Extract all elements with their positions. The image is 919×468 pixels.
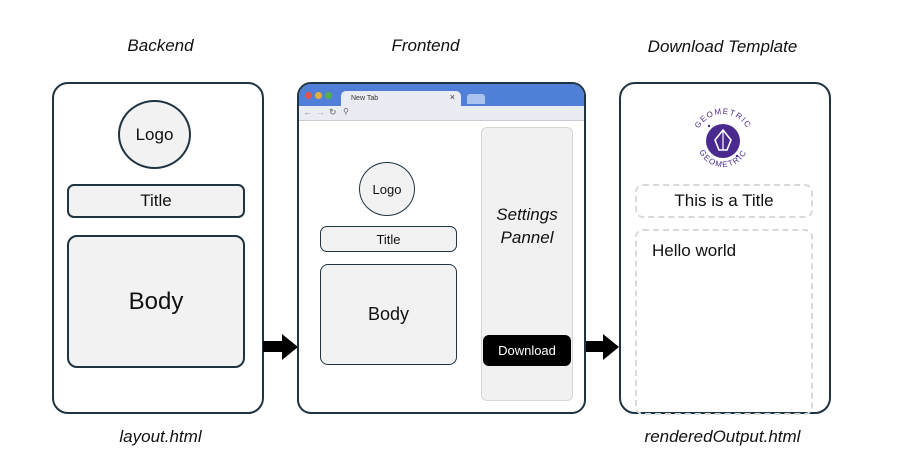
arrow-backend-to-frontend-head [282, 334, 298, 360]
reload-icon[interactable]: ↻ [329, 107, 337, 117]
settings-title-line2: Pannel [500, 228, 554, 247]
frontend-title-label: Title [376, 231, 401, 247]
frontend-logo-label: Logo [372, 181, 402, 197]
backend-heading: Backend [127, 36, 194, 55]
output-body-box: Hello world [635, 229, 813, 415]
arrow-frontend-to-output-head [603, 334, 619, 360]
search-icon[interactable]: ⚲ [343, 107, 349, 116]
backend-body-label: Body [128, 287, 184, 315]
geometric-logo-icon: GEOMETRIC GEOMETRIC [693, 107, 752, 169]
arrow-backend-to-frontend-shaft [263, 341, 283, 352]
frontend-heading: Frontend [391, 36, 460, 55]
output-title-box: This is a Title [635, 184, 813, 218]
browser-tab[interactable]: New Tab × [341, 91, 461, 106]
download-filename: renderedOutput.html [644, 427, 801, 446]
backend-logo-label: Logo [135, 124, 174, 144]
download-heading: Download Template [647, 37, 798, 56]
arrow-frontend-to-output-shaft [586, 341, 604, 352]
backend-body-box: Body [67, 235, 245, 368]
frontend-title-box: Title [320, 226, 457, 252]
window-zoom-dot[interactable] [325, 92, 332, 99]
backend-title-label: Title [140, 191, 172, 210]
settings-title-line1: Settings [496, 205, 558, 224]
browser-window: New Tab × ← → ↻ ⚲ Logo Title Body Settin… [297, 82, 586, 414]
tab-close-icon[interactable]: × [449, 92, 455, 102]
backend-title-box: Title [67, 184, 245, 218]
frontend-body-box: Body [320, 264, 457, 365]
forward-icon[interactable]: → [316, 107, 325, 117]
frontend-logo: Logo [359, 162, 415, 216]
window-close-dot[interactable] [305, 92, 312, 99]
browser-address-bar: ← → ↻ ⚲ [299, 106, 584, 121]
settings-panel-title: Settings Pannel [482, 203, 572, 249]
backend-logo: Logo [118, 100, 191, 169]
backend-filename: layout.html [119, 427, 202, 446]
settings-panel: Settings Pannel Download [481, 127, 573, 401]
output-body-text: Hello world [652, 241, 737, 260]
frontend-body-label: Body [367, 304, 410, 324]
geometric-logo: GEOMETRIC GEOMETRIC [686, 104, 760, 178]
download-button[interactable]: Download [483, 335, 571, 366]
back-icon[interactable]: ← [303, 107, 312, 117]
window-minimize-dot[interactable] [315, 92, 322, 99]
output-title-text: This is a Title [674, 191, 774, 210]
browser-tab-label: New Tab [351, 95, 379, 102]
new-tab-button[interactable] [467, 94, 485, 104]
